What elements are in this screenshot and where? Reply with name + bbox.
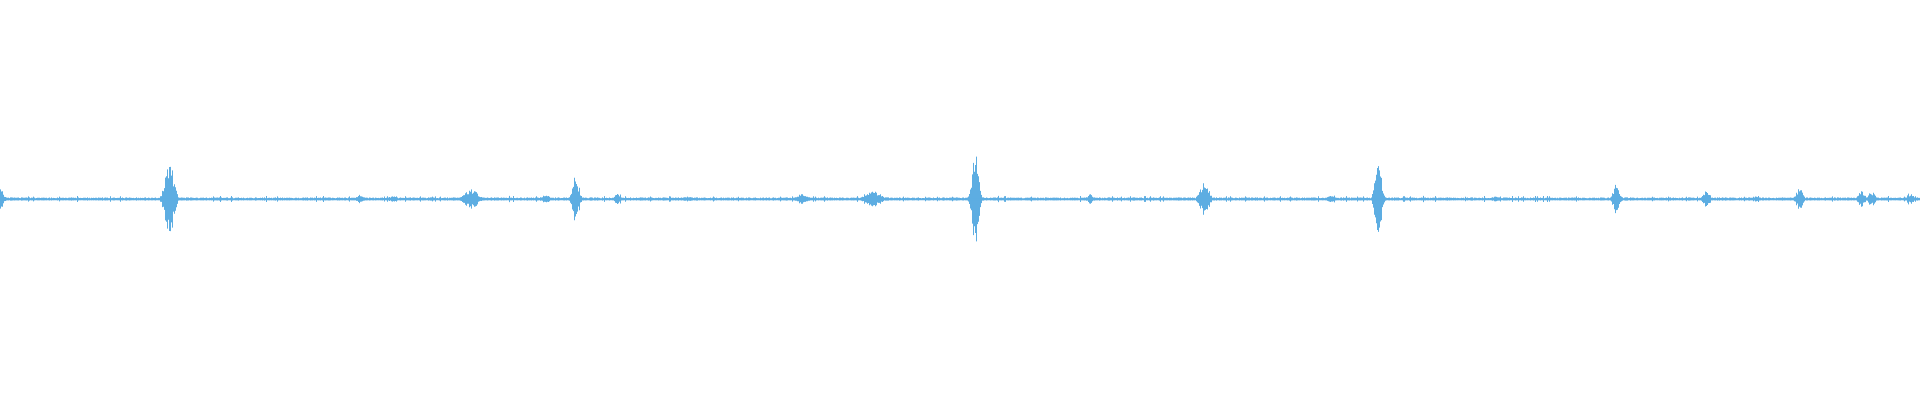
waveform-view[interactable] bbox=[0, 0, 1920, 400]
audio-waveform[interactable] bbox=[0, 0, 1920, 400]
